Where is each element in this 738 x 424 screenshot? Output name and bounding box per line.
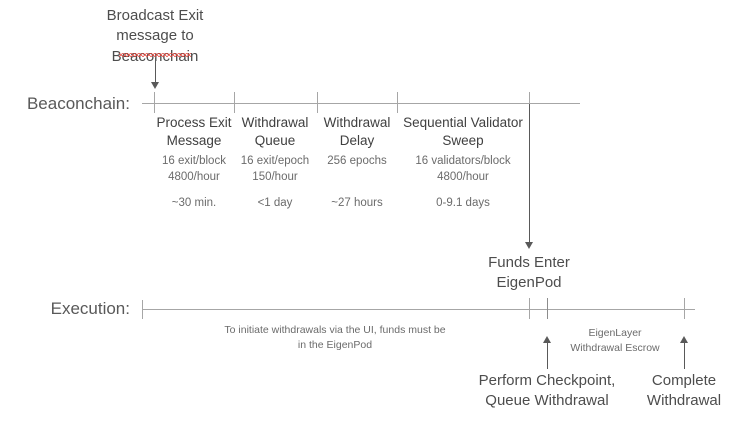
stage-0-name: Process Exit Message bbox=[134, 114, 254, 150]
beaconchain-row-label: Beaconchain: bbox=[26, 94, 130, 113]
stage-3-rate-line1: 16 validators/block bbox=[415, 155, 511, 167]
funds-enter-arrow-head-icon bbox=[524, 242, 533, 249]
stage-0-name-line1: Process Exit bbox=[156, 115, 232, 130]
spellcheck-squiggle-icon bbox=[119, 53, 191, 57]
checkpoint-arrow-shaft bbox=[547, 341, 548, 369]
stage-3-duration: 0-9.1 days bbox=[436, 197, 490, 209]
perform-checkpoint-label: Perform Checkpoint, Queue Withdrawal bbox=[457, 371, 637, 412]
stage-3-name-line2: Sweep bbox=[442, 133, 484, 149]
execution-row-label: Execution: bbox=[50, 299, 130, 318]
stage-0-duration: ~30 min. bbox=[171, 197, 217, 209]
stage-0-rate-line1: 16 exit/block bbox=[162, 155, 226, 167]
stage-2-rate-line1: 256 epochs bbox=[327, 155, 387, 167]
stage-3-name: Sequential Validator Sweep bbox=[398, 114, 528, 150]
perform-checkpoint-line2: Queue Withdrawal bbox=[485, 392, 609, 410]
funds-enter-eigenpod-label: Funds Enter EigenPod bbox=[454, 253, 604, 294]
beaconchain-tick-1 bbox=[234, 92, 235, 113]
stage-2-name-line1: Withdrawal bbox=[323, 115, 391, 130]
beaconchain-tick-0 bbox=[154, 92, 155, 113]
stage-0-rate: 16 exit/block 4800/hour bbox=[134, 154, 254, 186]
funds-enter-line2: EigenPod bbox=[496, 274, 562, 292]
stage-0-name-line2: Message bbox=[166, 133, 222, 149]
execution-tick-checkpoint-left bbox=[529, 298, 530, 319]
escrow-label-line1: EigenLayer bbox=[588, 327, 642, 339]
complete-withdrawal-line1: Complete bbox=[651, 372, 717, 389]
broadcast-exit-callout: Broadcast Exit message to Beaconchain bbox=[75, 6, 235, 67]
execution-note-line2: in the EigenPod bbox=[297, 338, 373, 351]
execution-note-line1: To initiate withdrawals via the UI, fund… bbox=[224, 324, 446, 336]
stage-3-rate: 16 validators/block 4800/hour bbox=[398, 154, 528, 186]
stage-1-rate: 16 exit/epoch 150/hour bbox=[215, 154, 335, 186]
execution-tick-start bbox=[142, 300, 143, 319]
beaconchain-timeline-axis bbox=[142, 103, 580, 104]
stage-0-rate-line2: 4800/hour bbox=[168, 170, 220, 183]
escrow-label: EigenLayer Withdrawal Escrow bbox=[555, 326, 675, 355]
stage-1-rate-line1: 16 exit/epoch bbox=[240, 155, 310, 167]
stage-2-duration: ~27 hours bbox=[331, 197, 383, 209]
stage-1-name-line2: Queue bbox=[254, 133, 296, 149]
escrow-label-line2: Withdrawal Escrow bbox=[570, 341, 660, 354]
complete-withdrawal-label: Complete Withdrawal bbox=[628, 371, 738, 412]
broadcast-exit-line1: Broadcast Exit bbox=[106, 7, 204, 24]
execution-timeline-axis bbox=[142, 309, 695, 310]
execution-tick-complete bbox=[684, 298, 685, 319]
beaconchain-tick-4 bbox=[529, 92, 530, 113]
stage-3-rate-line2: 4800/hour bbox=[437, 170, 489, 183]
complete-withdrawal-line2: Withdrawal bbox=[646, 392, 722, 410]
stage-1-name: Withdrawal Queue bbox=[215, 114, 335, 150]
execution-tick-checkpoint bbox=[547, 298, 548, 319]
stage-1-rate-line2: 150/hour bbox=[252, 170, 298, 183]
stage-2-name: Withdrawal Delay bbox=[297, 114, 417, 150]
checkpoint-arrow-head-icon bbox=[542, 336, 551, 343]
broadcast-exit-arrow-head-icon bbox=[150, 82, 159, 89]
stage-2-rate: 256 epochs bbox=[297, 154, 417, 170]
perform-checkpoint-line1: Perform Checkpoint, bbox=[478, 372, 616, 389]
stage-1-duration: <1 day bbox=[257, 197, 293, 209]
funds-enter-line1: Funds Enter bbox=[488, 254, 570, 271]
stage-1-name-line1: Withdrawal bbox=[241, 115, 309, 130]
funds-enter-arrow-shaft bbox=[529, 104, 530, 245]
execution-note: To initiate withdrawals via the UI, fund… bbox=[205, 323, 465, 352]
broadcast-exit-arrow-shaft bbox=[155, 58, 156, 84]
beaconchain-tick-2 bbox=[317, 92, 318, 113]
beaconchain-tick-3 bbox=[397, 92, 398, 113]
stage-3-name-line1: Sequential Validator bbox=[403, 115, 523, 130]
broadcast-exit-line2: message to bbox=[116, 27, 194, 45]
complete-arrow-head-icon bbox=[679, 336, 688, 343]
complete-arrow-shaft bbox=[684, 341, 685, 369]
stage-2-name-line2: Delay bbox=[339, 133, 375, 149]
